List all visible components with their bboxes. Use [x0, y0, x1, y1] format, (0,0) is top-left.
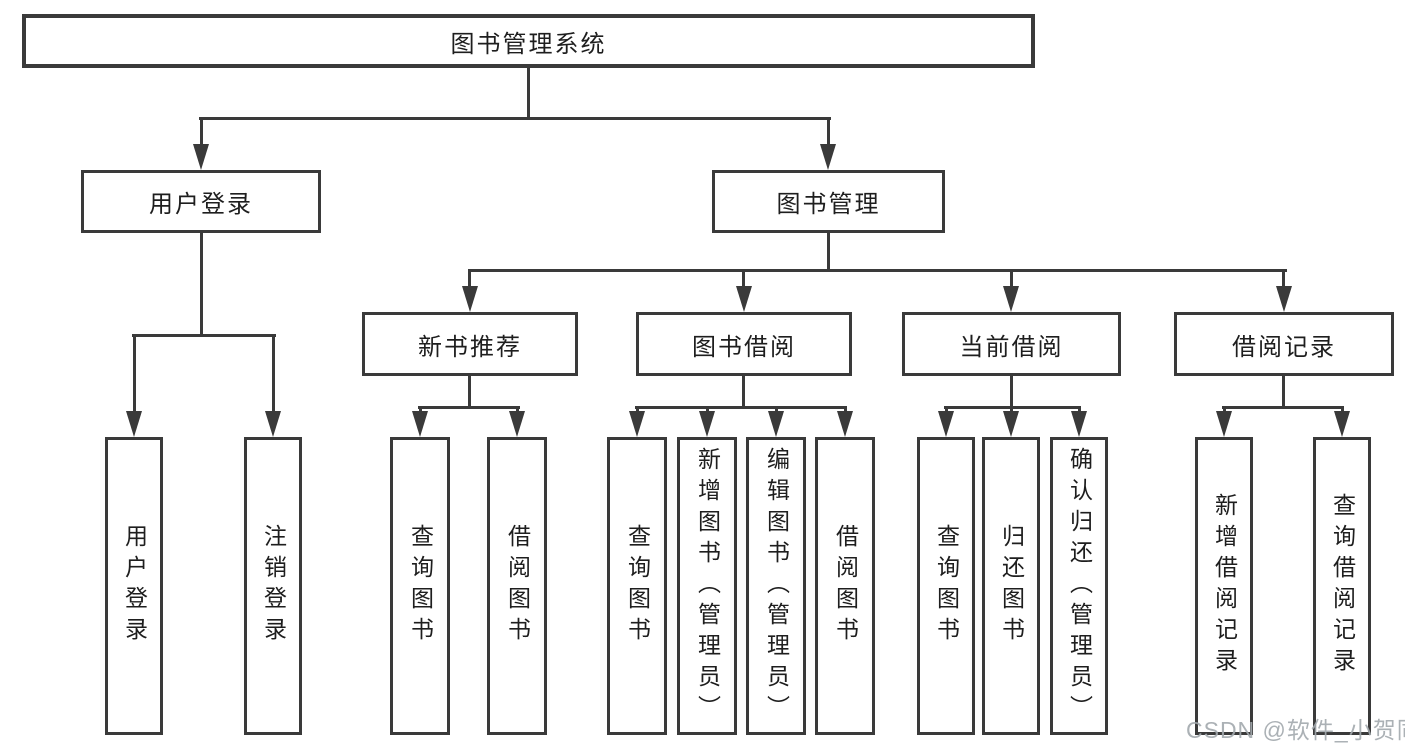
node-library-management-system: 图书管理系统 [22, 14, 1035, 68]
node-borrowing-records: 借阅记录 [1174, 312, 1394, 376]
connector-line [1282, 376, 1285, 408]
csdn-watermark: CSDN @软件_小贺同学 [1186, 717, 1405, 743]
connector-line [468, 269, 1287, 272]
arrow-down-icon [629, 411, 645, 437]
arrow-down-icon [1003, 286, 1019, 312]
leaf-query-books-recommend: 查询图书 [390, 437, 450, 735]
leaf-query-books-borrowing: 查询图书 [607, 437, 667, 735]
connector-line [1010, 376, 1013, 408]
leaf-return-books: 归还图书 [982, 437, 1040, 735]
arrow-down-icon [462, 286, 478, 312]
arrow-down-icon [1216, 411, 1232, 437]
connector-line [527, 68, 530, 118]
leaf-user-login: 用户登录 [105, 437, 163, 735]
arrow-down-icon [126, 411, 142, 437]
connector-line [742, 376, 745, 408]
leaf-query-books-current: 查询图书 [917, 437, 975, 735]
arrow-down-icon [699, 411, 715, 437]
arrow-down-icon [193, 144, 209, 170]
leaf-logout: 注销登录 [244, 437, 302, 735]
connector-line [468, 269, 471, 289]
leaf-query-borrow-record: 查询借阅记录 [1313, 437, 1371, 735]
connector-line [132, 334, 276, 337]
arrow-down-icon [1071, 411, 1087, 437]
arrow-down-icon [1003, 411, 1019, 437]
connector-line [468, 376, 471, 408]
connector-line [827, 233, 830, 272]
leaf-add-borrow-record: 新增借阅记录 [1195, 437, 1253, 735]
connector-line [635, 406, 847, 409]
connector-line [272, 334, 275, 414]
arrow-down-icon [1334, 411, 1350, 437]
arrow-down-icon [938, 411, 954, 437]
node-user-login: 用户登录 [81, 170, 321, 233]
connector-line [827, 117, 830, 145]
connector-line [742, 269, 745, 289]
arrow-down-icon [837, 411, 853, 437]
node-book-borrowing: 图书借阅 [636, 312, 852, 376]
arrow-down-icon [820, 144, 836, 170]
node-current-borrowing: 当前借阅 [902, 312, 1121, 376]
node-book-management: 图书管理 [712, 170, 945, 233]
arrow-down-icon [768, 411, 784, 437]
connector-line [199, 117, 831, 120]
connector-line [1010, 269, 1013, 289]
arrow-down-icon [412, 411, 428, 437]
arrow-down-icon [1276, 286, 1292, 312]
connector-line [200, 117, 203, 145]
arrow-down-icon [265, 411, 281, 437]
node-new-book-recommendation: 新书推荐 [362, 312, 578, 376]
connector-line [1222, 406, 1344, 409]
connector-line [1282, 269, 1285, 289]
connector-line [418, 406, 520, 409]
leaf-add-books-admin: 新增图书（管理员） [677, 437, 737, 735]
connector-line [133, 334, 136, 414]
arrow-down-icon [736, 286, 752, 312]
leaf-borrow-books: 借阅图书 [815, 437, 875, 735]
leaf-borrow-books-recommend: 借阅图书 [487, 437, 547, 735]
arrow-down-icon [509, 411, 525, 437]
leaf-edit-books-admin: 编辑图书（管理员） [746, 437, 806, 735]
leaf-confirm-return-admin: 确认归还（管理员） [1050, 437, 1108, 735]
connector-line [200, 233, 203, 336]
